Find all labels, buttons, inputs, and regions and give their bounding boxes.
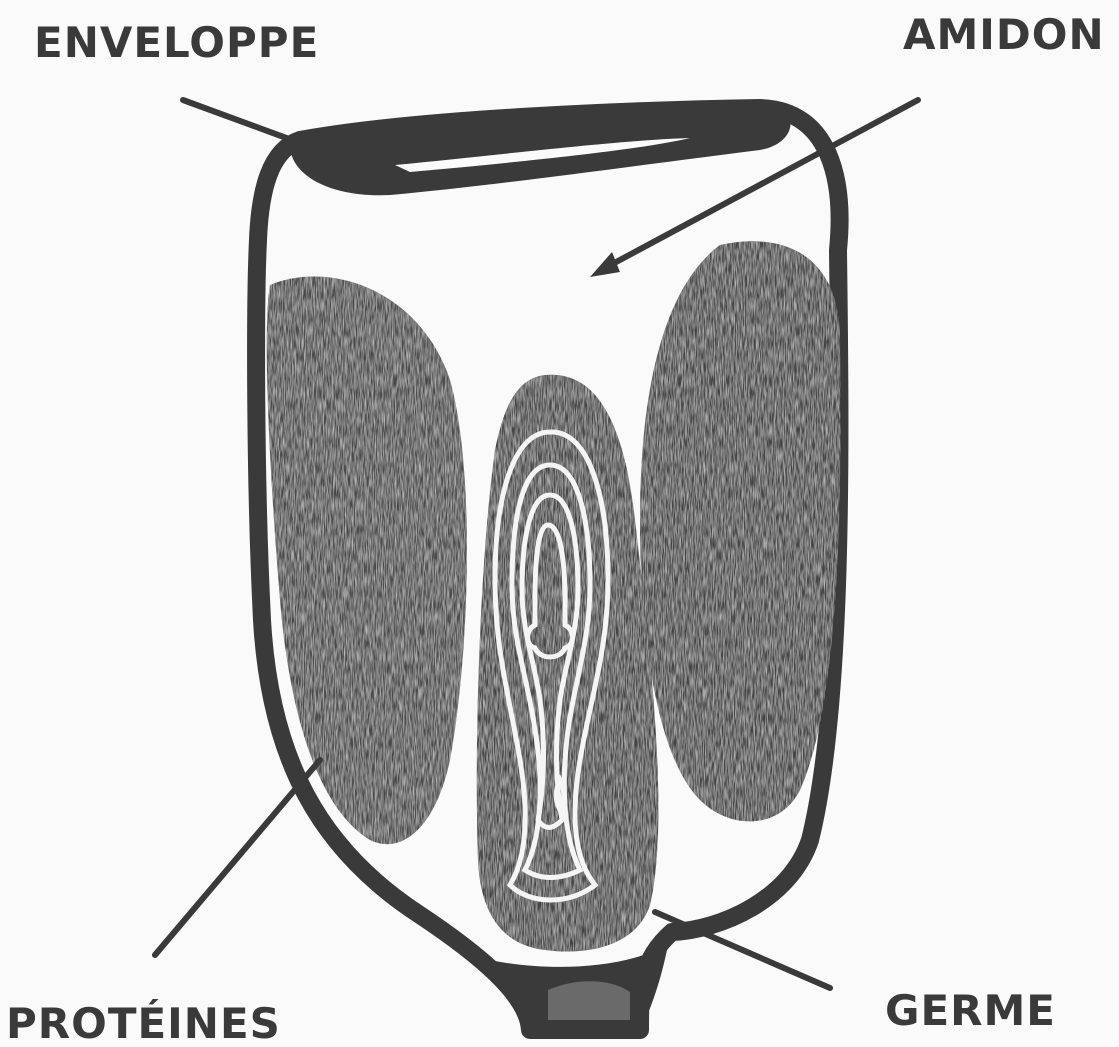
label-amidon: AMIDON xyxy=(903,14,1105,56)
pointer-proteines xyxy=(155,760,320,955)
pointer-enveloppe xyxy=(183,100,300,143)
protein-lobe-right xyxy=(640,241,841,821)
label-germe: GERME xyxy=(885,990,1056,1032)
pointer-germe xyxy=(655,912,830,988)
label-proteines: PROTÉINES xyxy=(6,1003,281,1045)
arrowhead-amidon xyxy=(590,252,620,277)
label-enveloppe: ENVELOPPE xyxy=(34,22,319,64)
